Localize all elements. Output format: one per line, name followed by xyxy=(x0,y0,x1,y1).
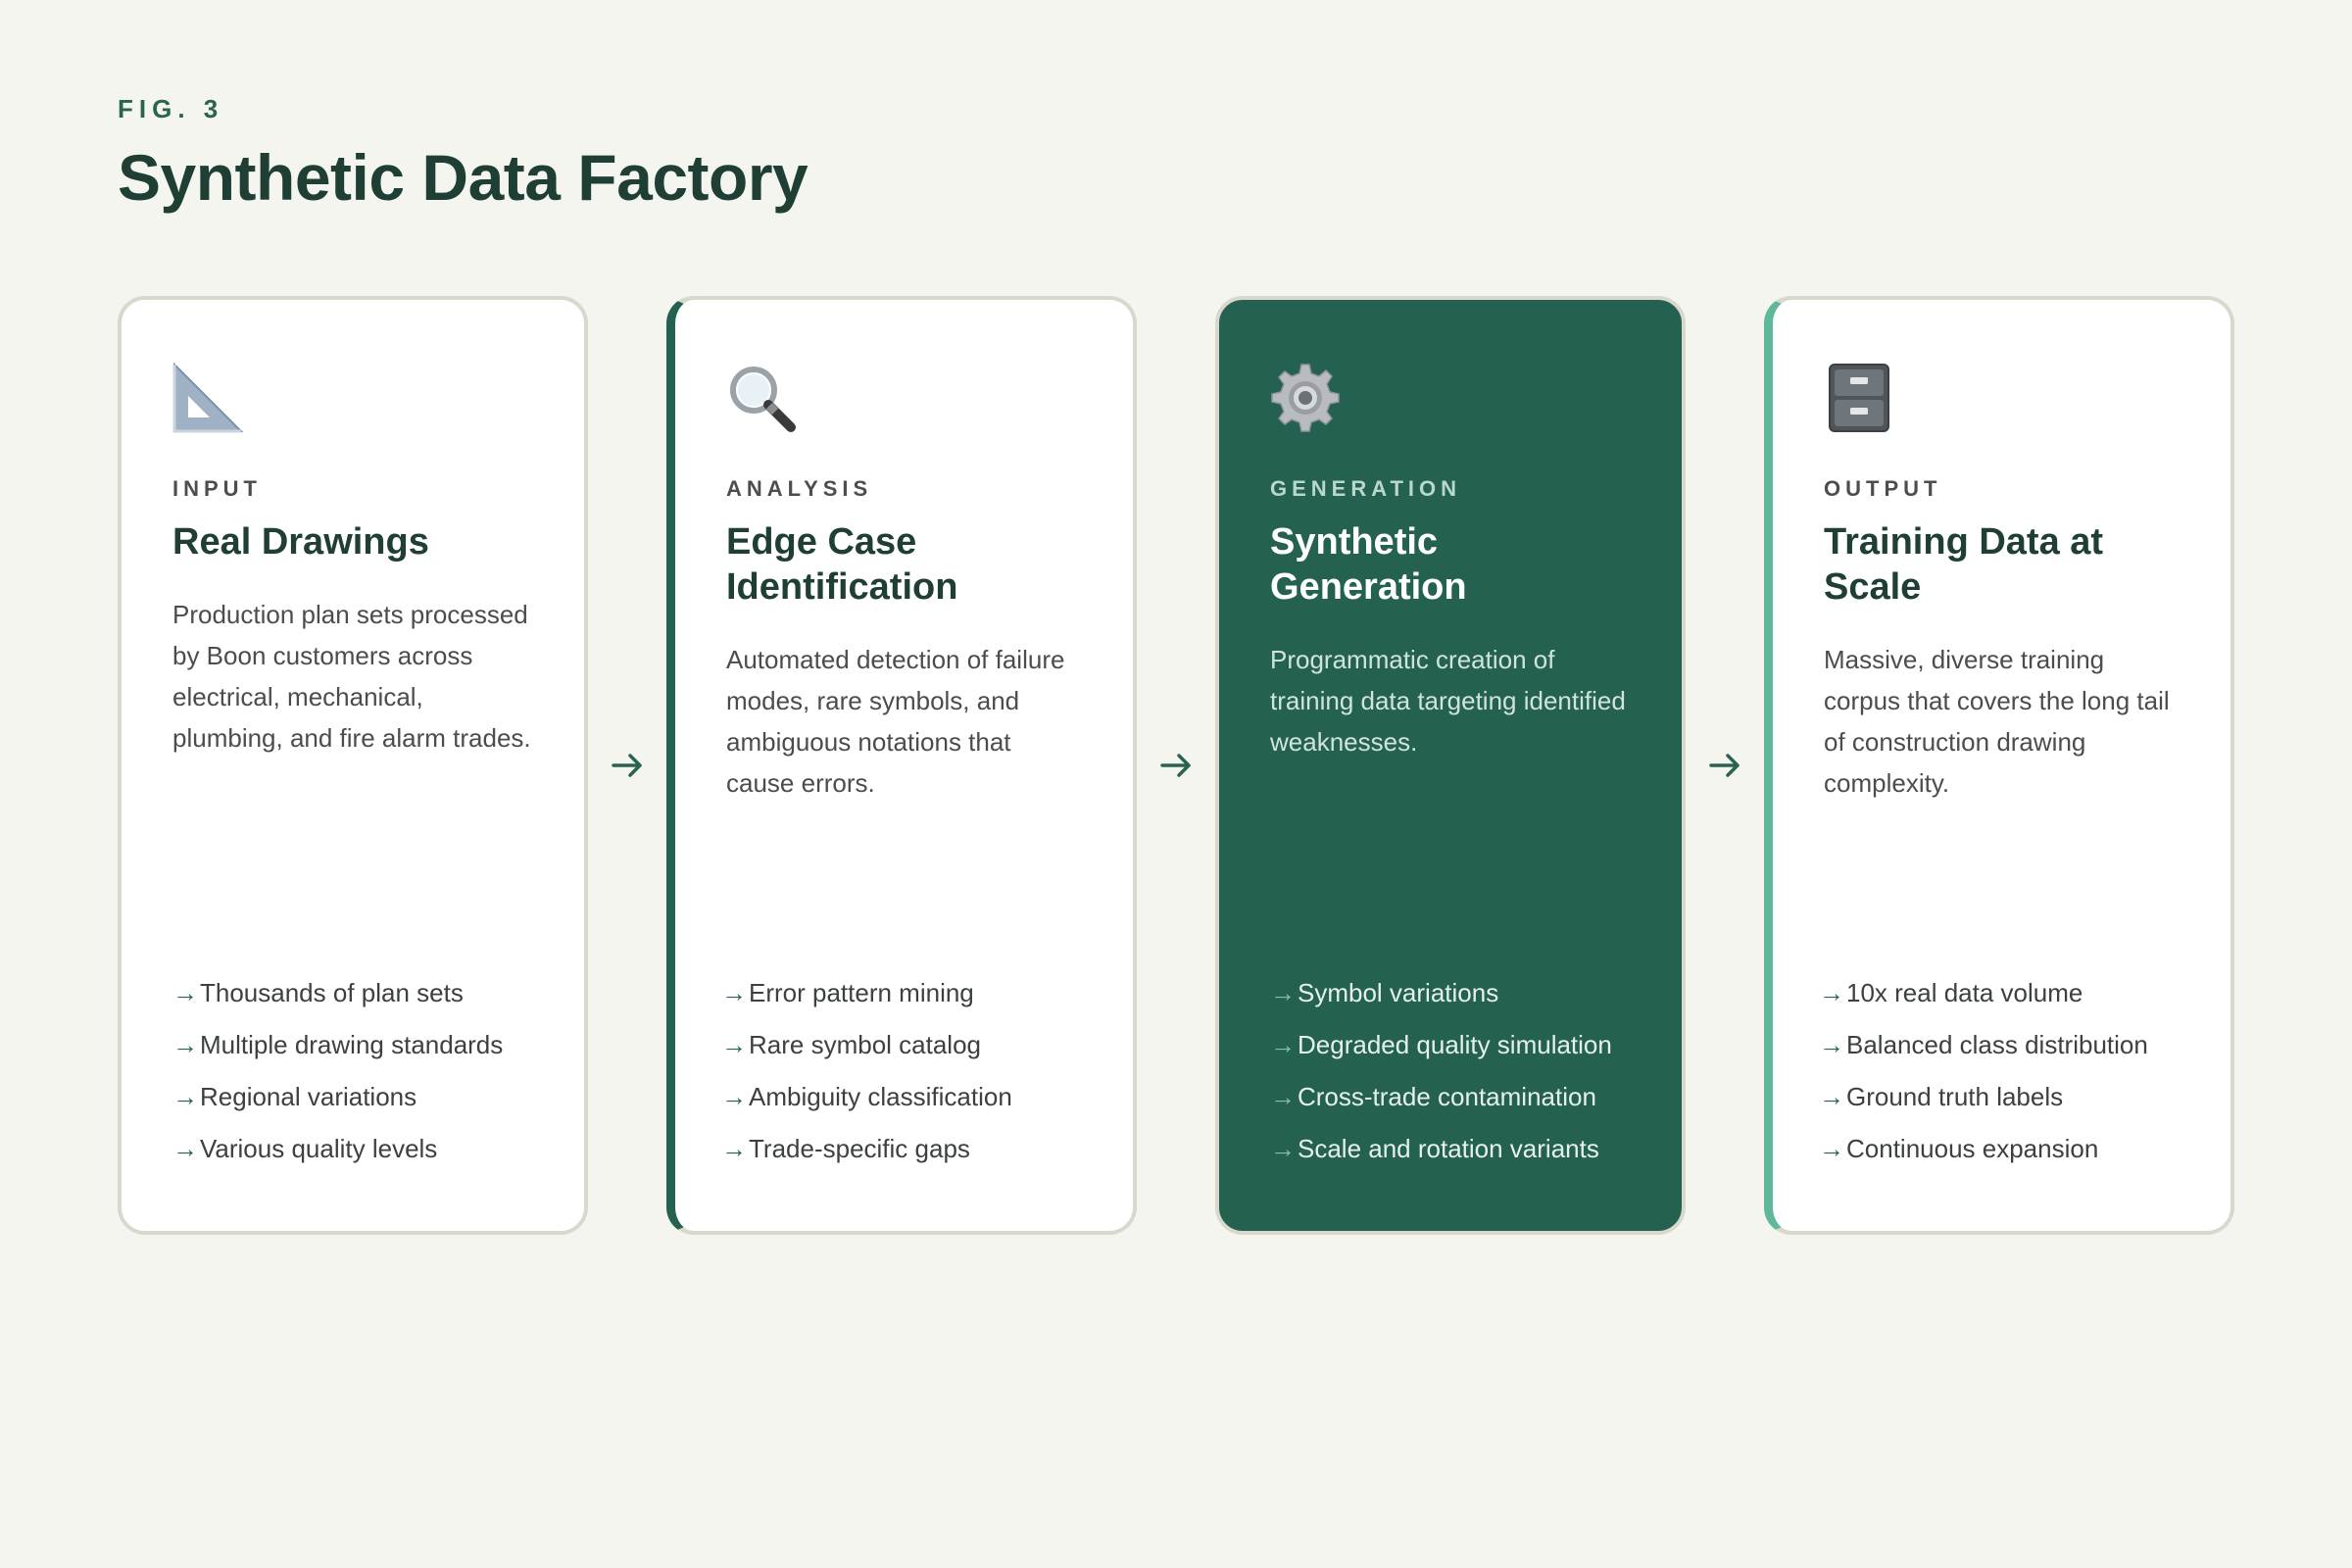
list-item: →Trade-specific gaps xyxy=(721,1134,970,1163)
stage-description: Massive, diverse training corpus that co… xyxy=(1824,645,2170,798)
stage-bullets: →10x real data volume →Balanced class di… xyxy=(1819,976,2201,1184)
stage-label: OUTPUT xyxy=(1824,476,1942,501)
triangle-ruler-icon xyxy=(172,363,243,433)
list-item: →Cross-trade contamination xyxy=(1270,1082,1596,1111)
stage-title: Training Data at Scale xyxy=(1824,521,2104,608)
gear-icon xyxy=(1270,363,1341,433)
list-item: →Balanced class distribution xyxy=(1819,1030,2148,1059)
list-item: →Regional variations xyxy=(172,1082,417,1111)
stage-card-analysis: ANALYSIS Edge Case Identification Automa… xyxy=(666,296,1137,1235)
stage-label: INPUT xyxy=(172,476,262,501)
list-item: →Scale and rotation variants xyxy=(1270,1134,1599,1163)
list-item: →Symbol variations xyxy=(1270,978,1499,1007)
list-item: →Rare symbol catalog xyxy=(721,1030,981,1059)
stage-title: Edge Case Identification xyxy=(726,521,958,608)
stage-card-output: OUTPUT Training Data at Scale Massive, d… xyxy=(1764,296,2234,1235)
stage-bullets: →Error pattern mining →Rare symbol catal… xyxy=(721,976,1103,1184)
stage-card-generation: GENERATION Synthetic Generation Programm… xyxy=(1215,296,1686,1235)
stage-label: GENERATION xyxy=(1270,476,1462,501)
list-item: →Degraded quality simulation xyxy=(1270,1030,1612,1059)
list-item: →Thousands of plan sets xyxy=(172,978,464,1007)
arrow-right-icon xyxy=(1137,296,1215,1235)
list-item: →Continuous expansion xyxy=(1819,1134,2099,1163)
file-cabinet-icon xyxy=(1824,363,1894,433)
stage-description: Automated detection of failure modes, ra… xyxy=(726,645,1065,798)
stage-bullets: →Symbol variations →Degraded quality sim… xyxy=(1270,976,1652,1184)
pipeline-flow: INPUT Real Drawings Production plan sets… xyxy=(118,296,2234,1235)
stage-card-input: INPUT Real Drawings Production plan sets… xyxy=(118,296,588,1235)
list-item: →Error pattern mining xyxy=(721,978,974,1007)
arrow-right-icon xyxy=(1686,296,1764,1235)
figure-title: Synthetic Data Factory xyxy=(118,141,808,214)
list-item: →Various quality levels xyxy=(172,1134,438,1163)
magnifying-glass-icon xyxy=(726,363,797,433)
stage-description: Production plan sets processed by Boon c… xyxy=(172,600,531,753)
list-item: →Ground truth labels xyxy=(1819,1082,2064,1111)
stage-description: Programmatic creation of training data t… xyxy=(1270,645,1626,757)
figure-label: FIG. 3 xyxy=(118,94,224,123)
list-item: →10x real data volume xyxy=(1819,978,2083,1007)
arrow-right-icon xyxy=(588,296,666,1235)
list-item: →Multiple drawing standards xyxy=(172,1030,504,1059)
stage-title: Synthetic Generation xyxy=(1270,521,1467,608)
stage-label: ANALYSIS xyxy=(726,476,873,501)
stage-bullets: →Thousands of plan sets →Multiple drawin… xyxy=(172,976,555,1184)
list-item: →Ambiguity classification xyxy=(721,1082,1012,1111)
stage-title: Real Drawings xyxy=(172,521,429,563)
